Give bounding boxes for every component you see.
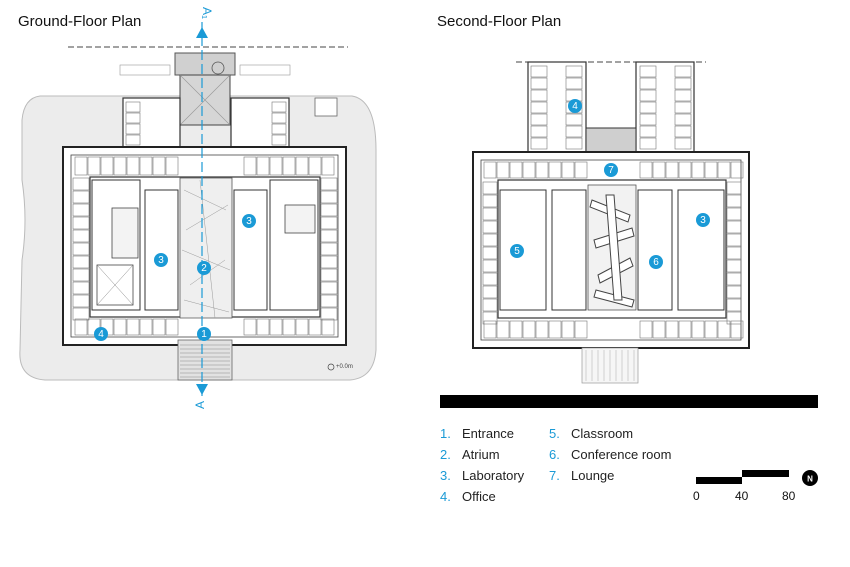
svg-text:2: 2	[201, 263, 207, 274]
classroom-block-2	[551, 189, 587, 311]
perimeter-rooms	[72, 101, 338, 336]
second-room-marker: 7	[604, 163, 618, 177]
ground-floor-title: Ground-Floor Plan	[18, 13, 142, 30]
second-room-marker: 6	[649, 255, 663, 269]
legend-item: 5.Classroom	[549, 426, 634, 441]
svg-text:1: 1	[201, 329, 207, 340]
ground-room-marker: 4	[94, 327, 108, 341]
second-north-wing-right	[635, 61, 695, 155]
ground-room-marker: 3	[154, 253, 168, 267]
svg-text:4: 4	[98, 329, 104, 340]
second-room-marker: 3	[696, 213, 710, 227]
tree	[211, 61, 225, 75]
lounge-bridge	[585, 127, 637, 153]
scale-label-0: 0	[693, 489, 700, 503]
second-room-marker: 5	[510, 244, 524, 258]
second-perimeter-rooms	[482, 65, 744, 339]
divider-bar	[440, 395, 818, 408]
section-arrow-bottom	[196, 384, 208, 395]
scale-bar	[696, 470, 789, 484]
ground-floor-plan	[19, 22, 377, 400]
lab-block-center-left	[144, 189, 179, 311]
legend-item: 4.Office	[440, 489, 496, 504]
ground-room-marker: 3	[242, 214, 256, 228]
conference-block	[637, 189, 673, 311]
room-markers: 1 2 3 3 4 3 4 5 6 7	[94, 99, 710, 341]
stair-block	[111, 207, 139, 259]
canopy	[174, 52, 236, 76]
lab-block-second	[677, 189, 725, 311]
stair-block-right	[284, 204, 316, 234]
scale-label-40: 40	[735, 489, 749, 503]
section-arrow-top	[196, 27, 208, 38]
scale-label-80: 80	[782, 489, 796, 503]
second-floor-title: Second-Floor Plan	[437, 13, 562, 30]
svg-text:3: 3	[246, 216, 252, 227]
entrance-path	[177, 339, 233, 381]
ground-room-marker: 1	[197, 327, 211, 341]
elevation-label: +0.0m	[336, 364, 353, 370]
lab-block-far-right	[269, 179, 319, 311]
svg-text:3: 3	[700, 215, 706, 226]
second-room-marker: 4	[568, 99, 582, 113]
legend-item: 3.Laboratory	[440, 468, 525, 483]
legend-item: 7.Lounge	[549, 468, 615, 483]
ground-room-marker: 2	[197, 261, 211, 275]
legend-item: 2.Atrium	[440, 447, 500, 462]
north-arrow-icon: N	[802, 470, 818, 486]
section-label-top: A₁	[200, 7, 214, 20]
lab-block-right	[233, 189, 268, 311]
svg-text:N: N	[807, 475, 813, 484]
elevation-marker-icon	[327, 363, 335, 371]
legend-item: 6.Conference room	[549, 447, 672, 462]
second-floor-plan	[472, 61, 750, 384]
atrium	[179, 177, 233, 319]
svg-text:7: 7	[608, 165, 614, 176]
svg-text:4: 4	[572, 101, 578, 112]
section-label-bottom: A	[193, 400, 208, 410]
svg-text:3: 3	[158, 255, 164, 266]
svg-text:6: 6	[653, 257, 659, 268]
legend-item: 1.Entrance	[440, 426, 515, 441]
svg-text:5: 5	[514, 246, 520, 257]
